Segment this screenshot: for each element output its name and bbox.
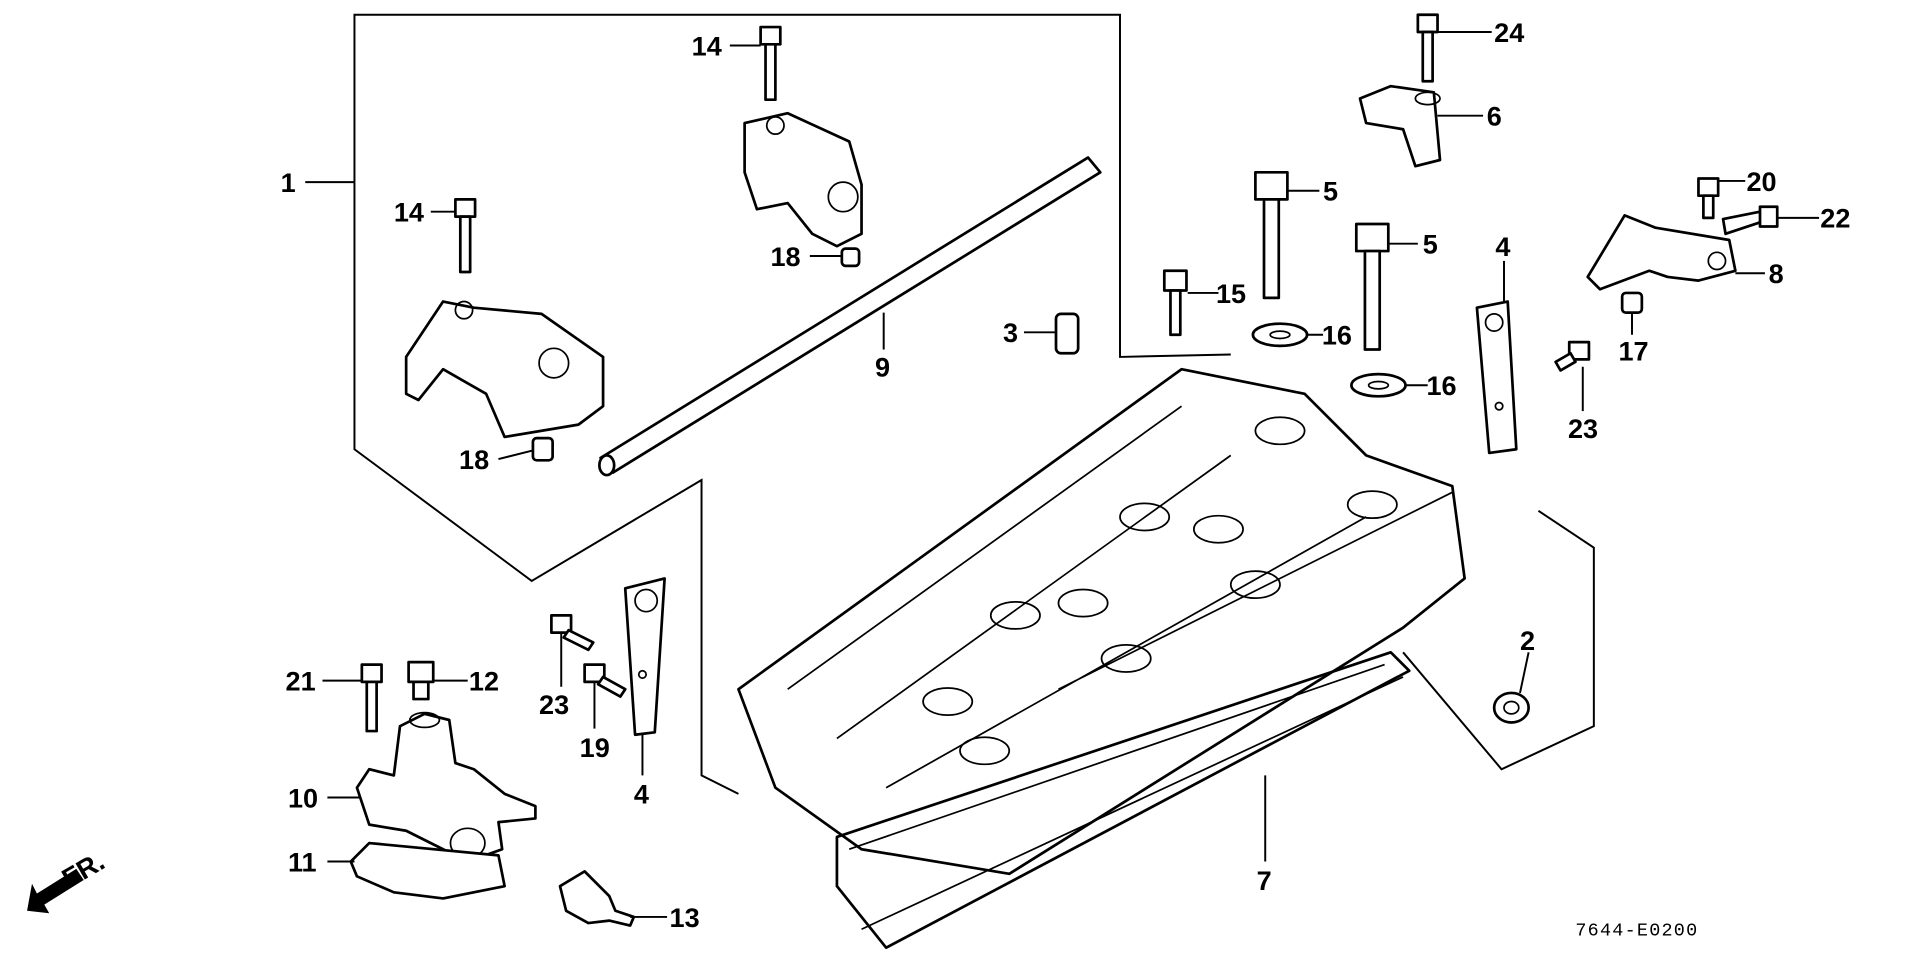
bolt-5-b (1354, 222, 1390, 351)
rocker-shaft (598, 156, 1102, 477)
bolt-14-upper (759, 25, 782, 102)
bolt-24 (1416, 13, 1439, 83)
callout-labels: 1 14 14 18 18 9 3 15 5 5 16 16 4 24 6 20… (281, 17, 1851, 933)
callout-19: 19 (580, 732, 610, 763)
callout-4: 4 (1495, 231, 1510, 262)
callout-7: 7 (1257, 865, 1272, 896)
head-gasket-7 (835, 650, 1411, 950)
callout-16: 16 (1322, 320, 1352, 351)
front-direction-arrow: FR. (27, 845, 110, 914)
bolt-21 (360, 663, 383, 733)
callout-1: 1 (281, 167, 296, 198)
callout-3: 3 (1003, 317, 1018, 348)
plug-2 (1492, 691, 1530, 724)
callout-6: 6 (1487, 101, 1502, 132)
bolt-23-right (1554, 340, 1591, 372)
thermo-housing-8 (1586, 214, 1737, 291)
callout-17: 17 (1618, 336, 1648, 367)
callout-5: 5 (1423, 229, 1438, 260)
gasket-11 (349, 841, 506, 900)
assembly-boundary (353, 13, 1231, 358)
callout-10: 10 (288, 782, 318, 813)
bolt-23-left (550, 614, 595, 652)
callout-14: 14 (394, 197, 424, 228)
engine-hanger-4-right (1475, 300, 1518, 455)
bolt-19 (583, 663, 627, 698)
callout-13: 13 (670, 902, 700, 933)
callout-18: 18 (459, 444, 489, 475)
dowel-18-lower (531, 436, 554, 462)
bolt-15 (1162, 269, 1188, 337)
assembly-boundary-right (1402, 509, 1595, 771)
callout-22: 22 (1820, 203, 1850, 234)
callout-24: 24 (1494, 17, 1524, 48)
callout-23: 23 (539, 689, 569, 720)
assembly-boundary-left (353, 182, 739, 795)
bolt-20 (1697, 177, 1720, 220)
callout-21: 21 (286, 665, 316, 696)
callout-4: 4 (634, 779, 649, 810)
arrow-icon (27, 868, 84, 914)
head-bores (922, 416, 1398, 766)
callout-15: 15 (1216, 278, 1246, 309)
dowel-17 (1620, 291, 1644, 314)
callout-14: 14 (692, 30, 722, 61)
callout-9: 9 (875, 352, 890, 383)
leader-lines (305, 31, 1820, 918)
cylinder-head (737, 367, 1466, 876)
callout-16: 16 (1426, 370, 1456, 401)
temp-sensor-13 (558, 870, 636, 927)
water-outlet-10 (355, 711, 537, 863)
bolt-14-lower (454, 198, 477, 274)
callout-2: 2 (1520, 625, 1535, 656)
bracket-6 (1358, 84, 1442, 168)
washer-16-b (1350, 372, 1407, 398)
callout-11: 11 (288, 846, 317, 877)
engine-hanger-4-left (623, 577, 666, 737)
reference-code: 7644-E0200 (1575, 920, 1698, 941)
dowel-18-upper (840, 247, 861, 268)
washer-16-a (1251, 322, 1309, 348)
callout-5: 5 (1323, 176, 1338, 207)
callout-20: 20 (1746, 166, 1776, 197)
fitting-12 (407, 660, 435, 701)
camshaft-holder-lower (404, 300, 605, 439)
bolt-5-a (1254, 170, 1289, 300)
callout-12: 12 (469, 665, 499, 696)
callout-8: 8 (1769, 258, 1784, 289)
bolt-22 (1721, 205, 1779, 236)
dowel-3 (1054, 312, 1080, 355)
camshaft-holder-upper (743, 111, 863, 248)
callout-18: 18 (770, 241, 800, 272)
callout-23: 23 (1568, 413, 1598, 444)
